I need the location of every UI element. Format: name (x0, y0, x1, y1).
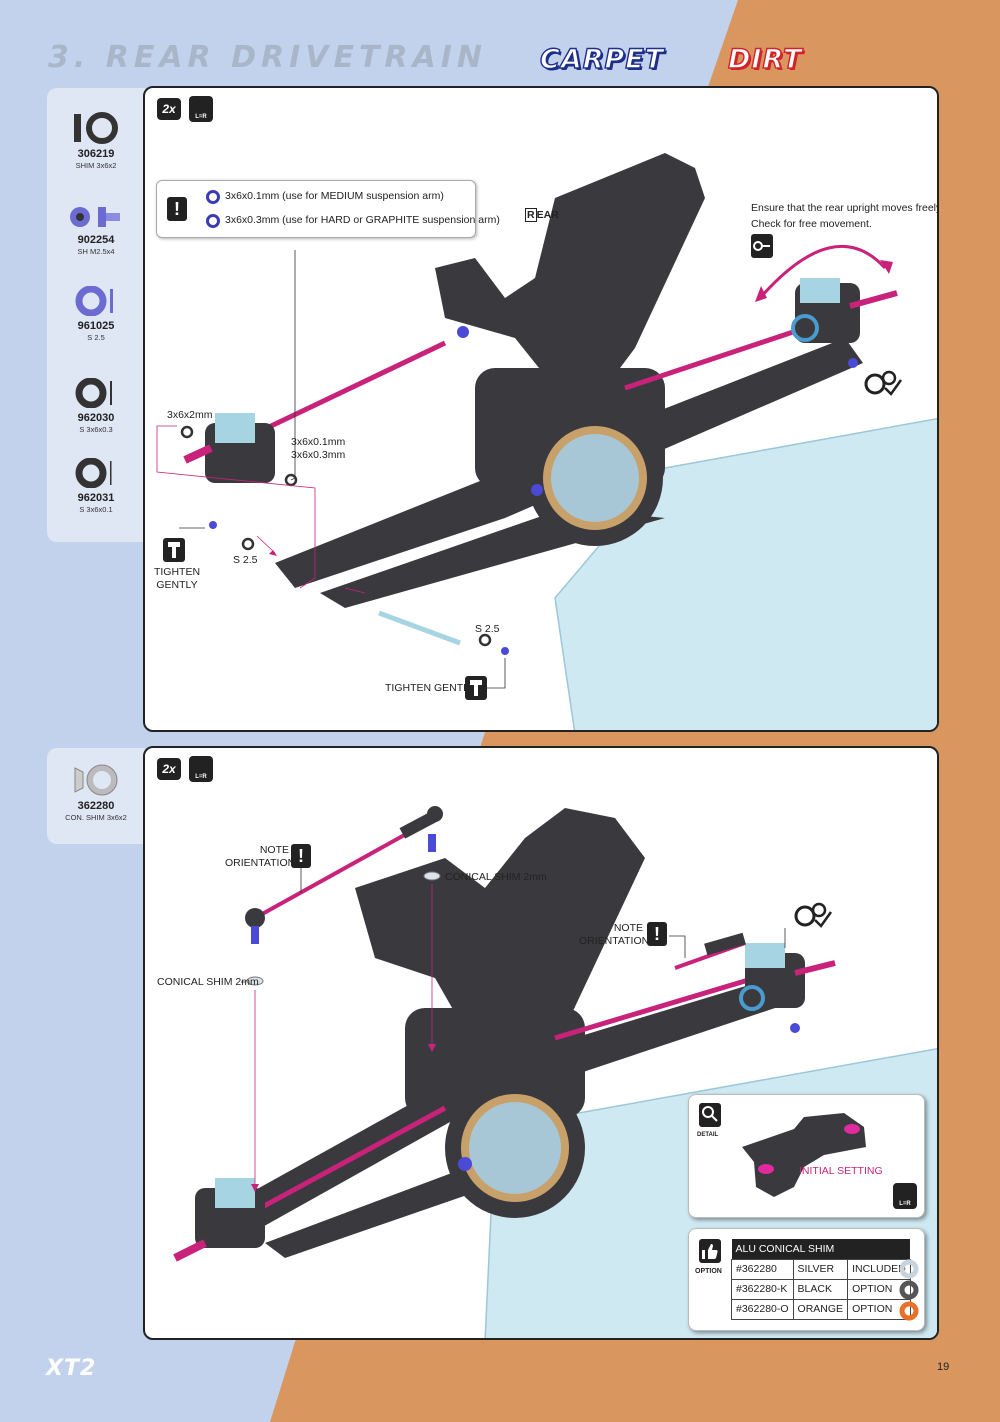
free-movement-icon (751, 234, 773, 258)
part-name: SH M2.5x4 (77, 247, 115, 256)
part-962031: 962031 S 3x6x0.1 (47, 458, 145, 514)
note-line-2: 3x6x0.3mm (use for HARD or GRAPHITE susp… (225, 214, 500, 226)
washer-icon (206, 214, 220, 228)
part-name: S 2.5 (87, 333, 105, 342)
detail-inset: DETAIL INITIAL SETTING L=R (688, 1094, 925, 1218)
conical-shim-label-b: CONICAL SHIM 2mm (157, 976, 259, 988)
part-code: 962031 (77, 492, 115, 504)
xt2-logo: XT2 (46, 1356, 97, 1381)
part-902254: 902254 SH M2.5x4 (47, 204, 145, 256)
warning-icon: ! (167, 197, 187, 221)
part-name: CON. SHIM 3x6x2 (65, 813, 127, 822)
table-row: #362280-K BLACK OPTION (731, 1278, 911, 1300)
status-cell: OPTION (847, 1298, 911, 1320)
washer-icon (75, 458, 112, 488)
step-1-panel: 2x L=R (143, 86, 939, 732)
washer-label-1: 3x6x0.1mm (291, 436, 346, 448)
shim-icon (74, 112, 118, 144)
dirt-badge: DIRT (727, 43, 803, 75)
table-row: #362280-O ORANGE OPTION (731, 1298, 911, 1320)
detail-label: DETAIL (697, 1132, 719, 1138)
conical-shim-icon (74, 764, 118, 796)
warning-icon: ! (291, 844, 311, 868)
s25-label-a: S 2.5 (233, 554, 258, 566)
option-table: ALU CONICAL SHIM #362280 SILVER INCLUDED… (731, 1239, 911, 1320)
table-row: #362280 SILVER INCLUDED (731, 1258, 911, 1280)
tighten-gently-label-b: TIGHTEN GENTLY (385, 682, 476, 694)
section-title: 3. REAR DRIVETRAIN (48, 40, 487, 75)
note-line-1: 3x6x0.1mm (use for MEDIUM suspension arm… (225, 190, 444, 202)
part-code: 306219 (77, 148, 115, 160)
warning-icon: ! (647, 922, 667, 946)
lr-label: L=R (195, 114, 207, 120)
tighten-gently-label-a1: TIGHTEN (153, 566, 201, 578)
page-number: 19 (937, 1361, 950, 1373)
s25-label-b: S 2.5 (475, 623, 500, 635)
part-name: S 3x6x0.3 (79, 425, 113, 434)
part-number-cell: #362280-O (731, 1298, 794, 1320)
note-orientation-b1: NOTE (613, 922, 643, 934)
left-right-icon: L=R (189, 756, 213, 782)
step-1-illustration (156, 153, 937, 730)
part-362280: 362280 CON. SHIM 3x6x2 (47, 764, 145, 822)
note-orientation-a2: ORIENTATION (225, 857, 296, 869)
rear-label-rest: EAR (536, 209, 559, 221)
left-right-icon: L=R (189, 96, 213, 122)
check-movement-text-2: Check for free movement. (751, 218, 872, 230)
parts-list-step2: 362280 CON. SHIM 3x6x2 (47, 748, 145, 844)
washer-label-2: 3x6x0.3mm (291, 449, 346, 461)
option-table-header: ALU CONICAL SHIM (731, 1239, 911, 1259)
lr-label: L=R (195, 774, 207, 780)
part-name: SHIM 3x6x2 (75, 161, 117, 170)
check-movement-text-1: Ensure that the rear upright moves freel… (751, 202, 939, 214)
lr-label: L=R (899, 1201, 911, 1207)
magnifier-icon (699, 1103, 721, 1127)
black-shim-swatch (899, 1280, 919, 1300)
camber-block-illustration (742, 1113, 866, 1197)
washer-icon (206, 190, 220, 204)
silver-shim-swatch (899, 1259, 919, 1279)
washer-icon (75, 286, 113, 316)
part-number-cell: #362280-K (731, 1278, 794, 1300)
part-961025: 961025 S 2.5 (47, 286, 145, 342)
note-orientation-a1: NOTE (259, 844, 289, 856)
option-label: OPTION (695, 1268, 722, 1275)
rear-label-initial: R (525, 208, 537, 222)
orange-shim-swatch (899, 1301, 919, 1321)
shim-note-box: ! 3x6x0.1mm (use for MEDIUM suspension a… (156, 180, 500, 238)
part-306219: 306219 SHIM 3x6x2 (47, 112, 145, 170)
thumbs-up-icon (699, 1239, 721, 1263)
part-number-cell: #362280 (731, 1258, 794, 1280)
washer-icon (75, 378, 112, 408)
tighten-gently-label-a2: GENTLY (156, 579, 198, 591)
tighten-gently-icon (163, 538, 185, 562)
part-code: 962030 (77, 412, 115, 424)
color-cell: BLACK (792, 1278, 849, 1300)
left-right-icon: L=R (893, 1183, 917, 1209)
carpet-badge: CARPET (539, 43, 665, 75)
tighten-gently-icon (465, 676, 487, 700)
part-code: 362280 (77, 800, 115, 812)
color-cell: SILVER (792, 1258, 849, 1280)
option-table-title: ALU CONICAL SHIM (731, 1239, 911, 1259)
color-cell: ORANGE (792, 1298, 849, 1320)
shim-swatch-icon (899, 1259, 919, 1321)
conical-shim-label-a: CONICAL SHIM 2mm (445, 871, 547, 883)
parts-list-step1: 306219 SHIM 3x6x2 902254 SH M2.5x4 96102… (47, 88, 145, 542)
part-962030: 962030 S 3x6x0.3 (47, 378, 145, 434)
part-code: 961025 (77, 320, 115, 332)
note-orientation-b2: ORIENTATION (579, 935, 650, 947)
part-name: S 3x6x0.1 (79, 505, 113, 514)
quantity-badge: 2x (157, 758, 181, 780)
quantity-badge: 2x (157, 98, 181, 120)
screw-icon (70, 207, 120, 227)
status-cell: INCLUDED (847, 1258, 911, 1280)
option-inset: OPTION ALU CONICAL SHIM #362280 SILVER I… (688, 1228, 925, 1331)
part-code: 902254 (77, 234, 115, 246)
shim-3x6x2-label: 3x6x2mm (167, 409, 213, 421)
initial-setting-label: INITIAL SETTING (799, 1165, 883, 1177)
